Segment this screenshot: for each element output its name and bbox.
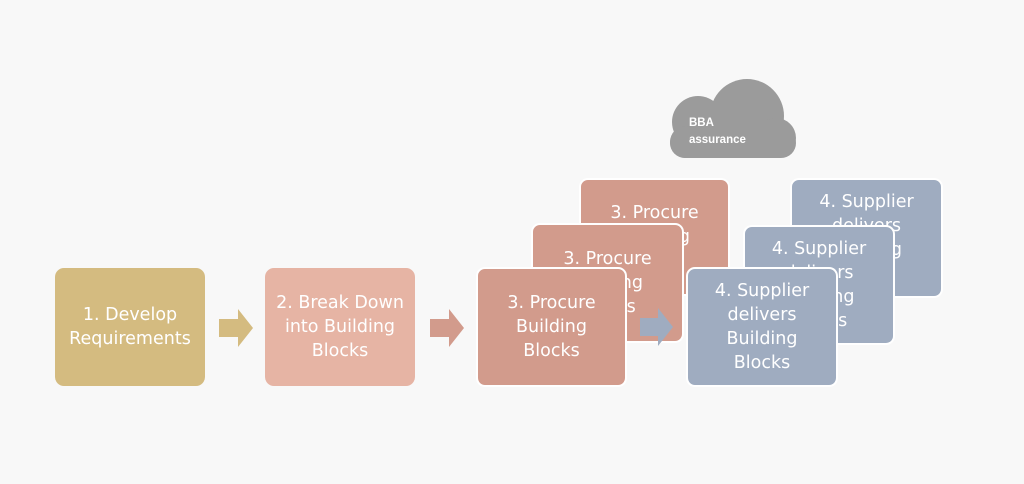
arrow-right-icon (219, 309, 253, 347)
step-develop-requirements: 1. Develop Requirements (55, 268, 205, 386)
step-supplier-front-label: 4. Supplier delivers Building Blocks (714, 281, 810, 373)
step-procure-front: 3. Procure Building Blocks (476, 267, 627, 387)
step-break-down-label: 2. Break Down into Building Blocks (276, 293, 404, 361)
cloud-label: BBA assurance (689, 117, 746, 146)
step-supplier-front: 4. Supplier delivers Building Blocks (686, 267, 838, 387)
step-break-down: 2. Break Down into Building Blocks (265, 268, 415, 386)
arrow-right-icon (640, 308, 673, 346)
step-develop-requirements-label: 1. Develop Requirements (69, 305, 191, 349)
cloud-icon (670, 79, 796, 158)
arrow-right-icon (430, 309, 464, 347)
step-procure-front-label: 3. Procure Building Blocks (507, 293, 596, 361)
